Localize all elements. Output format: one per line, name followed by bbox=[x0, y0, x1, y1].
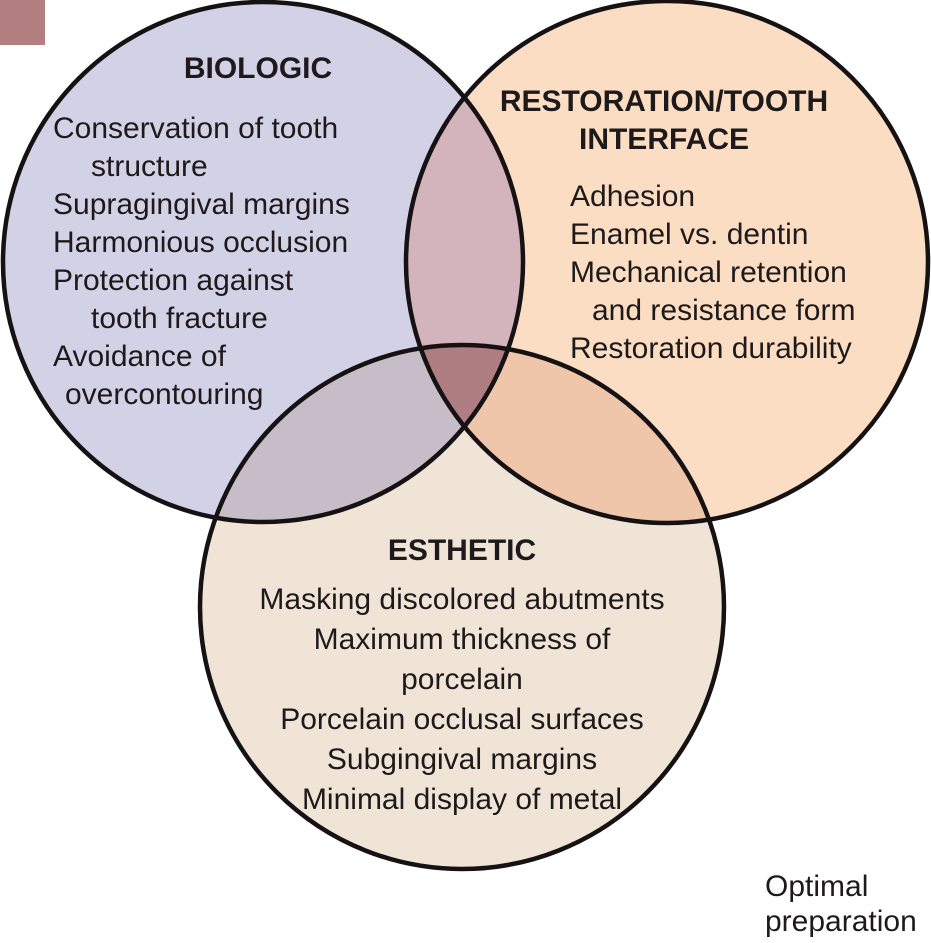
biologic-item-line: Protection against bbox=[53, 264, 294, 297]
legend-label-line: Optimal bbox=[765, 870, 869, 903]
esthetic-title: ESTHETIC bbox=[387, 534, 537, 567]
esthetic-item-line: Masking discolored abutments bbox=[259, 583, 665, 616]
optimal-preparation-swatch bbox=[0, 0, 45, 45]
legend-label-line: preparation bbox=[765, 905, 917, 938]
legend-label: Optimal preparation bbox=[765, 869, 917, 939]
esthetic-list: Masking discolored abutments Maximum thi… bbox=[202, 580, 722, 820]
esthetic-item-line: porcelain bbox=[401, 663, 523, 696]
biologic-item-line: structure bbox=[91, 150, 208, 183]
esthetic-item-line: Minimal display of metal bbox=[301, 783, 623, 816]
biologic-item-line: Harmonious occlusion bbox=[53, 226, 349, 259]
restoration-title: RESTORATION/TOOTH INTERFACE bbox=[464, 83, 864, 159]
overlap-restoration-esthetic bbox=[406, 345, 724, 523]
legend-swatch-canvas bbox=[0, 0, 45, 45]
restoration-outline bbox=[403, 0, 931, 526]
restoration-item-line: Restoration durability bbox=[570, 332, 852, 365]
biologic-item-line: Conservation of tooth bbox=[53, 112, 339, 145]
overlap-biologic-esthetic bbox=[200, 345, 523, 522]
biologic-list: Conservation of tooth structure Supragin… bbox=[53, 110, 350, 414]
biologic-title: BIOLOGIC bbox=[183, 52, 333, 85]
biologic-item-line: Supragingival margins bbox=[53, 188, 350, 221]
esthetic-item-line: Porcelain occlusal surfaces bbox=[280, 703, 644, 736]
esthetic-outline bbox=[197, 342, 727, 872]
restoration-list: Adhesion Enamel vs. dentin Mechanical re… bbox=[570, 178, 855, 368]
biologic-item-line: tooth fracture bbox=[91, 302, 268, 335]
esthetic-item-line: Maximum thickness of bbox=[313, 623, 611, 656]
restoration-title-line: INTERFACE bbox=[578, 123, 749, 156]
biologic-item-line: overcontouring bbox=[65, 378, 264, 411]
restoration-item-line: Adhesion bbox=[570, 180, 696, 213]
restoration-title-line: RESTORATION/TOOTH bbox=[499, 85, 829, 118]
restoration-item-line: Mechanical retention bbox=[570, 256, 847, 289]
restoration-item-line: and resistance form bbox=[592, 294, 856, 327]
biologic-item-line: Avoidance of bbox=[53, 340, 226, 373]
restoration-item-line: Enamel vs. dentin bbox=[570, 218, 809, 251]
esthetic-item-line: Subgingival margins bbox=[326, 743, 598, 776]
biologic-outline bbox=[0, 0, 526, 525]
